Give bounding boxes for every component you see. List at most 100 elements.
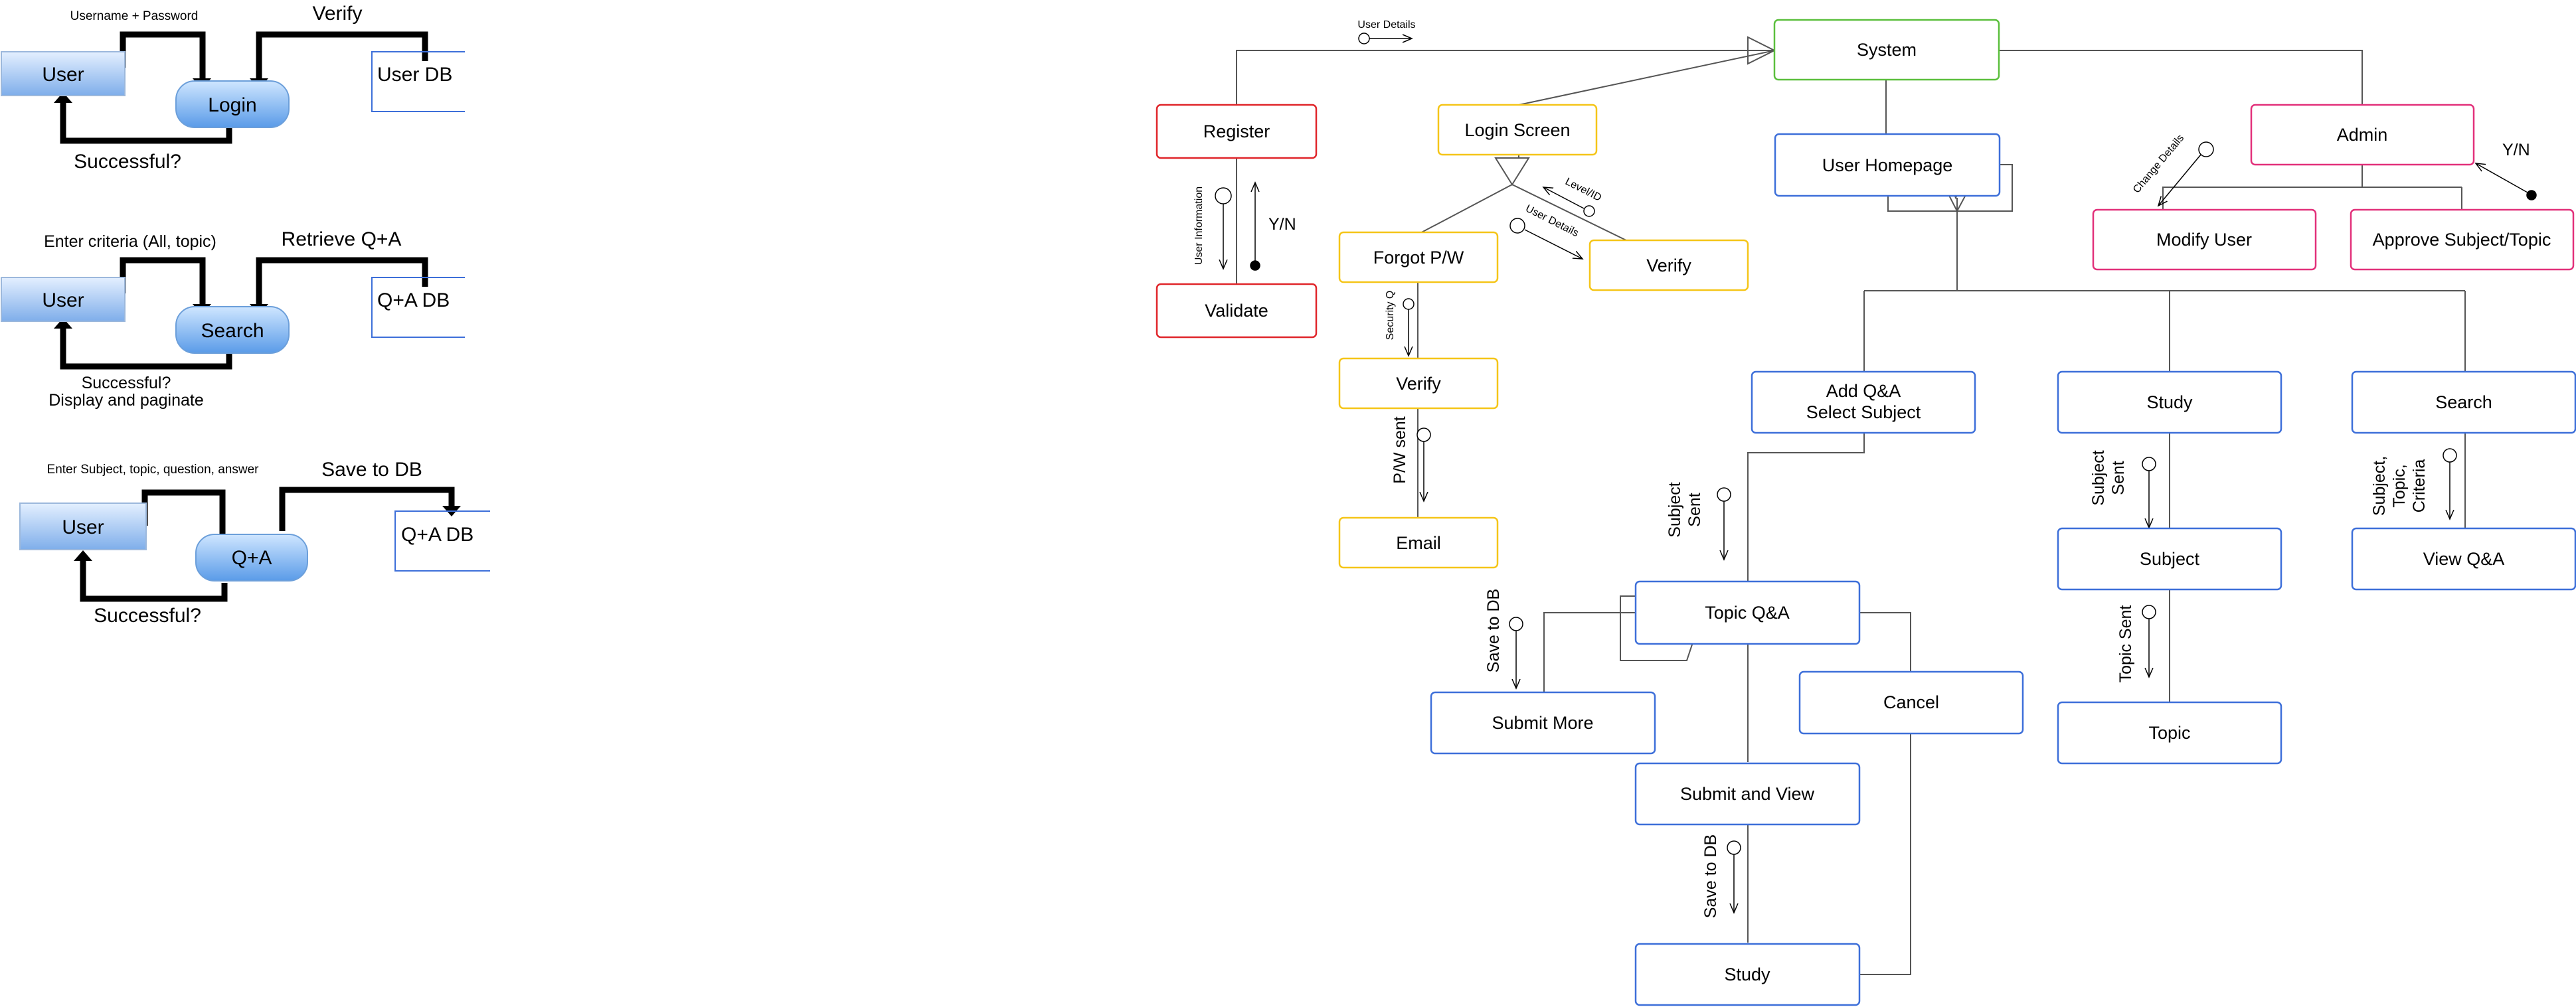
node-validate [1156, 283, 1318, 339]
node-add-qa-label-2: Select Subject [1806, 402, 1921, 422]
node-user-homepage [1774, 133, 2001, 197]
login-db-flow-label: Verify [312, 3, 362, 25]
couple-change-details-arrow [2158, 154, 2201, 206]
login-flow: User Login User DB Username + Password V… [1, 3, 465, 173]
connector-topicqa-loop [1620, 595, 1694, 661]
couple-topic-sent-circle [2142, 605, 2156, 619]
search-db-label: Q+A DB [377, 289, 450, 311]
login-input-arrow [120, 31, 206, 78]
search-db-arrow [256, 257, 428, 304]
data-couples [1215, 33, 2537, 913]
couple-yn-admin-dot [2526, 190, 2537, 200]
node-study-top-label: Study [2146, 392, 2193, 412]
search-process-pill [175, 306, 290, 354]
node-email [1338, 516, 1499, 569]
couple-login-details-arrow [1524, 229, 1583, 259]
couple-yn-register-dot [1250, 260, 1260, 271]
qa-return-label: Successful? [94, 605, 201, 627]
qa-input-label: Enter Subject, topic, question, answer [47, 463, 260, 477]
qa-process-label: Q+A [232, 547, 272, 569]
label-security-q: Security Q [1385, 291, 1396, 341]
connector-cancel-study [1859, 734, 1911, 975]
search-user-box [1, 277, 126, 322]
connector-topicqa-cancel [1859, 612, 1911, 672]
login-db-label: User DB [377, 64, 452, 86]
node-admin [2250, 104, 2475, 166]
connector-homepage-loop [1957, 164, 2013, 212]
qa-user-label: User [62, 516, 104, 538]
label-yn-admin: Y/N [2502, 141, 2530, 159]
login-input-label: Username + Password [70, 9, 199, 23]
node-approve-label: Approve Subject/Topic [2373, 230, 2551, 250]
node-search [2351, 370, 2576, 434]
search-return-arrow [60, 329, 232, 370]
couple-subject-sent-circle [1717, 487, 1731, 502]
node-study-bottom-label: Study [1724, 965, 1770, 984]
couple-level-id-circle [1583, 205, 1595, 217]
couple-study-subject-circle [2142, 457, 2156, 471]
node-cancel-label: Cancel [1883, 692, 1939, 712]
qa-return-arrowhead [74, 550, 92, 561]
node-modify-user [2092, 208, 2317, 271]
label-study-subject-2: Sent [2109, 461, 2128, 495]
login-process-pill [175, 80, 290, 128]
login-return-arrowhead [54, 92, 72, 103]
couple-user-info-circle [1215, 187, 1232, 204]
qa-flow: User Q+A Q+A DB Enter Subject, topic, qu… [19, 459, 490, 627]
connector-addqa-topicqa [1747, 433, 1865, 581]
connector-admin-modify [2162, 165, 2363, 210]
structure-connectors [1236, 36, 2466, 975]
node-register-label: Register [1203, 121, 1270, 141]
node-register [1156, 104, 1318, 159]
login-user-box [1, 51, 126, 96]
login-return-arrow [60, 103, 232, 144]
label-subject-sent-1: Subject [1666, 482, 1684, 537]
node-view-qa [2351, 527, 2576, 591]
login-user-label: User [42, 64, 84, 86]
couple-yn-admin-arrow [2476, 163, 2528, 193]
connector-system-triangle [1747, 36, 1776, 65]
connector-homepage-loop-a [1887, 196, 1958, 212]
couple-security-q-circle [1403, 298, 1415, 310]
label-subject-sent-2: Sent [1685, 493, 1704, 526]
node-email-label: Email [1396, 533, 1441, 553]
node-system [1773, 19, 2000, 81]
search-return-label-2: Display and paginate [48, 391, 204, 410]
node-topic-qa [1634, 580, 1861, 645]
connector-system-register [1236, 50, 1774, 105]
node-modify-user-label: Modify User [2156, 230, 2252, 250]
node-login-screen-label: Login Screen [1464, 120, 1570, 140]
node-submit-view [1634, 762, 1861, 826]
couple-login-details-circle [1509, 218, 1525, 234]
label-topic-sent: Topic Sent [2116, 605, 2135, 683]
connector-topicqa-submitmore [1543, 612, 1636, 692]
node-study-bottom [1634, 943, 1861, 1006]
node-admin-label: Admin [2337, 125, 2388, 145]
qa-db-label: Q+A DB [401, 524, 473, 546]
login-db-arrow [256, 31, 428, 78]
label-user-information: User Information [1193, 187, 1205, 265]
qa-db-store [394, 510, 490, 572]
login-db-store [371, 51, 465, 112]
couple-search-criteria-circle [2443, 448, 2457, 463]
login-process-label: Login [208, 94, 256, 116]
search-return-arrowhead [54, 318, 72, 329]
node-verify-pw-label: Verify [1396, 374, 1441, 394]
search-flow: User Search Q+A DB Enter criteria (All, … [1, 228, 465, 410]
node-validate-label: Validate [1205, 301, 1268, 321]
node-topic [2057, 701, 2282, 765]
search-db-flow-label: Retrieve Q+A [282, 228, 402, 250]
node-submit-view-label: Submit and View [1680, 784, 1815, 804]
node-system-label: System [1857, 40, 1917, 60]
node-verify-pw [1338, 357, 1499, 410]
search-input-label: Enter criteria (All, topic) [44, 232, 216, 251]
node-subject-label: Subject [2140, 549, 2200, 569]
label-yn-register: Y/N [1268, 215, 1296, 234]
qa-user-box [19, 503, 147, 550]
label-change-details: Change Details [2131, 133, 2186, 196]
connector-login-verify [1511, 184, 1631, 243]
node-view-qa-label: View Q&A [2423, 549, 2505, 569]
couple-level-id-arrow [1543, 187, 1585, 209]
label-study-subject-1: Subject [2089, 450, 2108, 505]
